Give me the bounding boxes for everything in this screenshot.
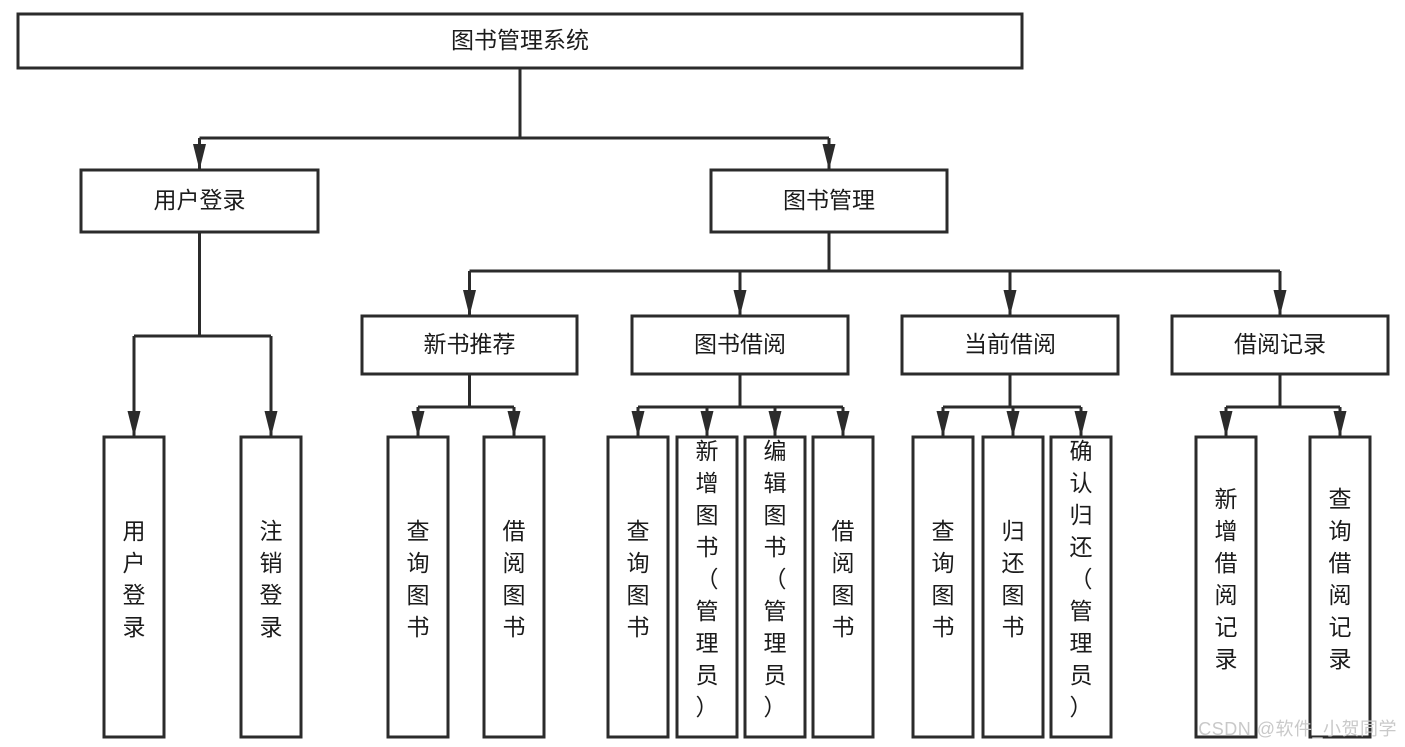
node-leaf-user-login[interactable]: 用户登录 xyxy=(102,435,166,739)
node-leaf-query-book-borrow-label: 查询图书 xyxy=(627,518,650,640)
node-current-borrow-box xyxy=(900,314,1120,376)
node-leaf-return-book[interactable]: 归还图书 xyxy=(981,435,1045,739)
node-new-book-recommendation-label: 新书推荐 xyxy=(424,331,516,357)
node-leaf-add-book-admin-label: 新增图书（管理员） xyxy=(696,438,719,720)
arrow-head-icon-bb-edit-book xyxy=(768,411,782,437)
node-leaf-add-borrow-record[interactable]: 新增借阅记录 xyxy=(1194,435,1258,739)
node-leaf-add-borrow-record-box xyxy=(1194,435,1258,739)
node-leaf-confirm-return-admin-box xyxy=(1049,435,1113,739)
node-book-management[interactable]: 图书管理 xyxy=(709,168,949,234)
arrow-head-icon-user-logout-leaf xyxy=(264,411,278,437)
node-leaf-user-login-label: 用户登录 xyxy=(123,518,146,640)
node-leaf-user-logout-box xyxy=(239,435,303,739)
arrow-head-icon-cb-confirm-return xyxy=(1074,411,1088,437)
arrow-head-icon-new-book-recommend xyxy=(463,290,476,316)
node-leaf-query-book-current-box xyxy=(911,435,975,739)
node-new-book-recommendation[interactable]: 新书推荐 xyxy=(360,314,579,376)
arrow-head-icon-current-borrow xyxy=(1003,290,1017,316)
node-leaf-borrow-book-box xyxy=(811,435,875,739)
arrow-head-icon-book-borrow xyxy=(733,290,747,316)
node-current-borrow-label: 当前借阅 xyxy=(964,331,1056,357)
node-layer: 图书管理系统用户登录用户登录注销登录图书管理新书推荐查询图书借阅图书图书借阅查询… xyxy=(16,12,1390,739)
node-leaf-query-borrow-record-label: 查询借阅记录 xyxy=(1329,486,1352,672)
node-leaf-query-book-recommend-box xyxy=(386,435,450,739)
node-leaf-query-book-current[interactable]: 查询图书 xyxy=(911,435,975,739)
node-borrow-record-box xyxy=(1170,314,1390,376)
node-book-management-label: 图书管理 xyxy=(783,187,875,213)
node-leaf-query-borrow-record[interactable]: 查询借阅记录 xyxy=(1308,435,1372,739)
arrow-head-icon-nbr-query-book xyxy=(411,411,425,437)
node-book-borrow[interactable]: 图书借阅 xyxy=(630,314,850,376)
arrow-head-icon-nbr-borrow-book xyxy=(507,411,521,437)
arrow-head-icon-user-login-leaf xyxy=(127,411,141,437)
node-leaf-query-book-borrow-box xyxy=(606,435,670,739)
node-leaf-borrow-book-recommend-box xyxy=(482,435,546,739)
arrow-head-icon-user-login xyxy=(193,144,206,170)
connector-layer xyxy=(127,68,1347,437)
node-leaf-query-book-borrow[interactable]: 查询图书 xyxy=(606,435,670,739)
node-user-login-box xyxy=(79,168,320,234)
node-leaf-query-book-recommend[interactable]: 查询图书 xyxy=(386,435,450,739)
node-leaf-return-book-box xyxy=(981,435,1045,739)
node-new-book-recommendation-box xyxy=(360,314,579,376)
node-leaf-add-book-admin[interactable]: 新增图书（管理员） xyxy=(675,435,739,739)
arrow-head-icon-br-add-record xyxy=(1219,411,1233,437)
node-leaf-user-logout-label: 注销登录 xyxy=(260,518,283,640)
node-book-management-system-box xyxy=(16,12,1024,70)
node-leaf-add-book-admin-box xyxy=(675,435,739,739)
node-leaf-user-login-box xyxy=(102,435,166,739)
arrow-head-icon-cb-return-book xyxy=(1006,411,1020,437)
node-leaf-confirm-return-admin-label: 确认归还（管理员） xyxy=(1070,438,1093,720)
arrow-head-icon-book-management xyxy=(822,144,836,170)
node-leaf-borrow-book-label: 借阅图书 xyxy=(832,518,855,640)
node-leaf-confirm-return-admin[interactable]: 确认归还（管理员） xyxy=(1049,435,1113,739)
node-user-login[interactable]: 用户登录 xyxy=(79,168,320,234)
node-leaf-user-logout[interactable]: 注销登录 xyxy=(239,435,303,739)
arrow-head-icon-bb-query-book xyxy=(631,411,645,437)
arrow-head-icon-bb-borrow-book xyxy=(836,411,850,437)
node-borrow-record[interactable]: 借阅记录 xyxy=(1170,314,1390,376)
arrow-head-icon-br-query-record xyxy=(1333,411,1347,437)
node-book-management-system-label: 图书管理系统 xyxy=(451,27,589,53)
node-leaf-edit-book-admin-box xyxy=(743,435,807,739)
node-leaf-edit-book-admin-label: 编辑图书（管理员） xyxy=(764,438,787,720)
arrow-head-icon-bb-add-book xyxy=(700,411,714,437)
arrow-head-icon-borrow-record xyxy=(1273,290,1287,316)
node-current-borrow[interactable]: 当前借阅 xyxy=(900,314,1120,376)
node-user-login-label: 用户登录 xyxy=(154,187,246,213)
node-book-management-box xyxy=(709,168,949,234)
arrow-head-icon-cb-query-book xyxy=(936,411,950,437)
node-leaf-borrow-book-recommend[interactable]: 借阅图书 xyxy=(482,435,546,739)
node-leaf-query-borrow-record-box xyxy=(1308,435,1372,739)
node-leaf-borrow-book[interactable]: 借阅图书 xyxy=(811,435,875,739)
node-book-borrow-box xyxy=(630,314,850,376)
node-borrow-record-label: 借阅记录 xyxy=(1234,331,1326,357)
node-book-borrow-label: 图书借阅 xyxy=(694,331,786,357)
node-leaf-add-borrow-record-label: 新增借阅记录 xyxy=(1215,486,1238,672)
node-book-management-system[interactable]: 图书管理系统 xyxy=(16,12,1024,70)
node-leaf-borrow-book-recommend-label: 借阅图书 xyxy=(503,518,526,640)
node-leaf-edit-book-admin[interactable]: 编辑图书（管理员） xyxy=(743,435,807,739)
node-leaf-query-book-current-label: 查询图书 xyxy=(932,518,955,640)
node-leaf-query-book-recommend-label: 查询图书 xyxy=(407,518,430,640)
node-leaf-return-book-label: 归还图书 xyxy=(1002,518,1025,640)
